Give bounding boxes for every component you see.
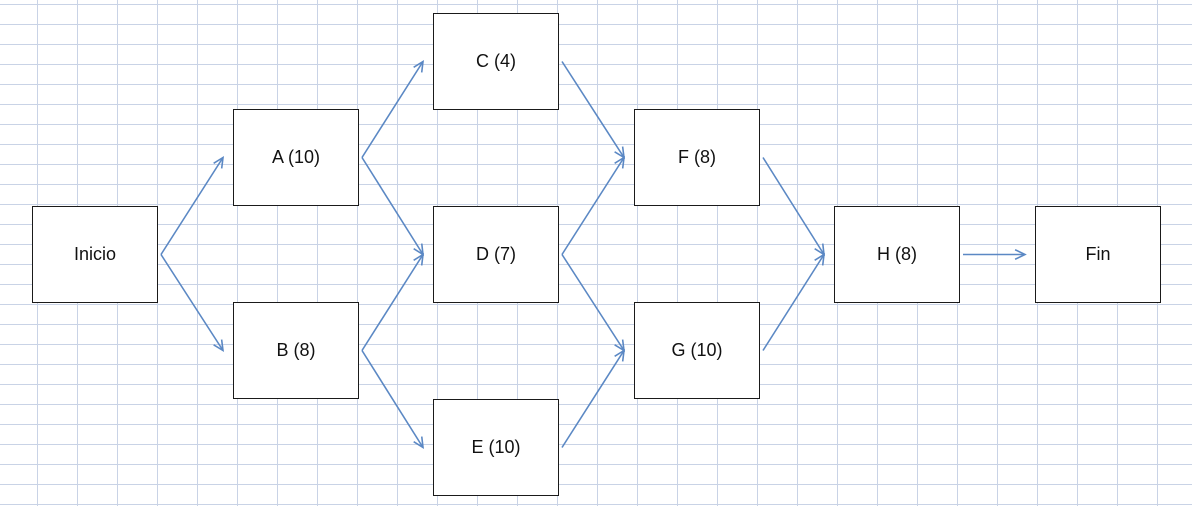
arrow-d-to-f (561, 157, 625, 255)
node-e: E (10) (433, 399, 559, 496)
node-g: G (10) (634, 302, 760, 399)
arrow-inicio-to-a (160, 157, 224, 255)
node-b-label: B (8) (276, 340, 316, 360)
node-f-label: F (8) (678, 147, 716, 167)
arrow-a-to-d (361, 157, 424, 255)
arrow-e-to-g (561, 350, 625, 448)
arrow-a-to-c (361, 61, 424, 158)
node-a: A (10) (233, 109, 359, 206)
node-d-label: D (7) (476, 244, 516, 264)
arrowhead-b-to-d (413, 252, 424, 266)
arrowhead-e-to-g (614, 348, 625, 362)
arrow-c-to-f (561, 61, 625, 158)
node-fin-label: Fin (1085, 244, 1111, 264)
node-inicio: Inicio (32, 206, 158, 303)
node-h: H (8) (834, 206, 960, 303)
arrowhead-inicio-to-b (213, 339, 225, 353)
node-b: B (8) (233, 302, 359, 399)
arrowhead-f-to-h (814, 243, 825, 257)
node-inicio-label: Inicio (73, 244, 117, 264)
arrowhead-h-to-fin (1014, 249, 1027, 260)
node-c: C (4) (433, 13, 559, 110)
node-f: F (8) (634, 109, 760, 206)
arrow-d-to-g (561, 254, 625, 351)
node-h-label: H (8) (877, 244, 917, 264)
node-g-label: G (10) (671, 340, 723, 360)
arrowhead-a-to-d (413, 243, 424, 257)
arrow-f-to-h (762, 157, 825, 255)
arrowhead-d-to-g (614, 339, 626, 353)
arrow-b-to-d (361, 254, 424, 351)
arrow-g-to-h (762, 254, 825, 351)
node-fin: Fin (1035, 206, 1161, 303)
arrowhead-c-to-f (614, 146, 626, 160)
arrow-inicio-to-b (160, 254, 224, 351)
arrow-b-to-e (361, 350, 424, 448)
arrowhead-a-to-c (413, 59, 424, 73)
node-e-label: E (10) (471, 437, 521, 457)
node-a-label: A (10) (271, 147, 321, 167)
node-c-label: C (4) (476, 51, 516, 71)
arrowhead-b-to-e (413, 436, 424, 450)
node-d: D (7) (433, 206, 559, 303)
arrowhead-d-to-f (614, 155, 625, 169)
arrowhead-g-to-h (814, 252, 825, 266)
arrowhead-inicio-to-a (213, 155, 224, 169)
